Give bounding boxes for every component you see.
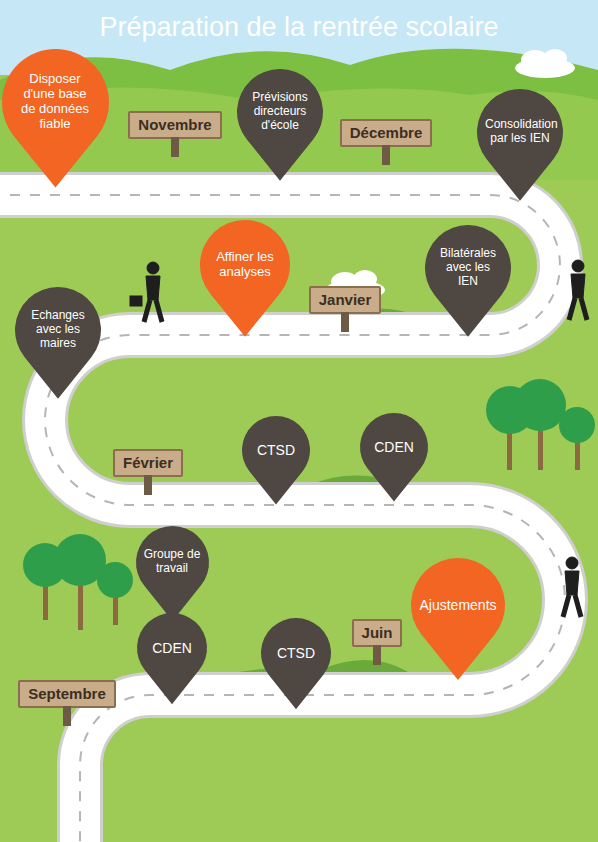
- map-pin: Disposer d'une base de données fiable: [1, 48, 110, 188]
- pin-outline: [1, 48, 108, 187]
- pin-label: Consolidation par les IEN: [485, 118, 555, 146]
- pin-outline: [237, 69, 323, 181]
- pin-label-area: CDEN: [359, 412, 429, 482]
- pin-outline: [200, 220, 290, 337]
- map-pin: CTSD: [260, 617, 332, 709]
- pin-label-area: Disposer d'une base de données fiable: [1, 48, 110, 157]
- sign-post: [144, 475, 152, 495]
- map-pin: CTSD: [241, 415, 311, 505]
- map-pin: Consolidation par les IEN: [476, 88, 564, 201]
- month-label: Septembre: [28, 685, 106, 702]
- pin-outline: [136, 526, 209, 621]
- pin-label-area: Prévisions directeurs d'école: [236, 68, 324, 156]
- pin-label-area: CTSD: [241, 415, 311, 485]
- pin-shape: [241, 415, 311, 506]
- map-pin: Groupe de travail: [135, 525, 210, 621]
- signpost: Juin: [352, 619, 403, 647]
- pin-label: Disposer d'une base de données fiable: [16, 72, 94, 132]
- map-pin: Affiner les analyses: [199, 219, 291, 337]
- month-label: Février: [123, 454, 173, 471]
- pin-label: CTSD: [277, 645, 315, 661]
- pin-label: Ajustements: [420, 597, 497, 613]
- month-label: Décembre: [350, 124, 423, 141]
- map-pin: Prévisions directeurs d'école: [236, 68, 324, 181]
- pin-shape: [136, 612, 208, 705]
- pin-outline: [15, 287, 101, 399]
- pin-label: CDEN: [374, 439, 414, 455]
- signpost: Septembre: [18, 680, 116, 708]
- pin-label: Bilatérales avec les IEN: [435, 247, 501, 288]
- road: [0, 195, 565, 842]
- map-pin: CDEN: [136, 612, 208, 704]
- pin-label: CDEN: [152, 640, 192, 656]
- signpost: Décembre: [340, 119, 433, 147]
- map-pin: Echanges avec les maires: [14, 286, 102, 399]
- pin-outline: [137, 613, 207, 704]
- pin-label-area: CDEN: [136, 612, 208, 684]
- pin-label-area: Consolidation par les IEN: [476, 88, 564, 176]
- pin-shape: [410, 557, 506, 681]
- month-label: Novembre: [138, 116, 211, 133]
- signpost: Janvier: [309, 286, 382, 314]
- pin-label-area: Bilatérales avec les IEN: [424, 224, 512, 312]
- pin-label: Affiner les analyses: [208, 250, 282, 280]
- sign-post: [63, 706, 71, 726]
- month-label: Janvier: [319, 291, 372, 308]
- map-pin: Ajustements: [410, 557, 506, 680]
- pin-label-area: Groupe de travail: [135, 525, 210, 600]
- pin-outline: [261, 618, 331, 709]
- pin-label-area: Ajustements: [410, 557, 506, 653]
- pin-label: Prévisions directeurs d'école: [247, 91, 313, 132]
- pin-outline: [477, 89, 563, 201]
- pin-outline: [411, 558, 505, 680]
- sign-post: [171, 137, 179, 157]
- tree: [23, 379, 595, 630]
- sign-post: [341, 312, 349, 332]
- pin-shape: [359, 412, 429, 503]
- signpost: Février: [113, 449, 183, 477]
- title: Préparation de la rentrée scolaire: [0, 12, 598, 43]
- pin-label-area: CTSD: [260, 617, 332, 689]
- pin-outline: [360, 413, 428, 502]
- pin-outline: [242, 416, 310, 505]
- pin-label-area: Affiner les analyses: [199, 219, 291, 311]
- map-pin: Bilatérales avec les IEN: [424, 224, 512, 337]
- sign-post: [382, 145, 390, 165]
- signpost: Novembre: [128, 111, 221, 139]
- pin-shape: [260, 617, 332, 710]
- sign-post: [373, 645, 381, 665]
- month-label: Juin: [362, 624, 393, 641]
- pin-label: Groupe de travail: [143, 548, 201, 576]
- pin-label: Echanges avec les maires: [25, 309, 91, 350]
- pin-label: CTSD: [257, 442, 295, 458]
- pin-label-area: Echanges avec les maires: [14, 286, 102, 374]
- map-pin: CDEN: [359, 412, 429, 502]
- pin-outline: [425, 225, 511, 337]
